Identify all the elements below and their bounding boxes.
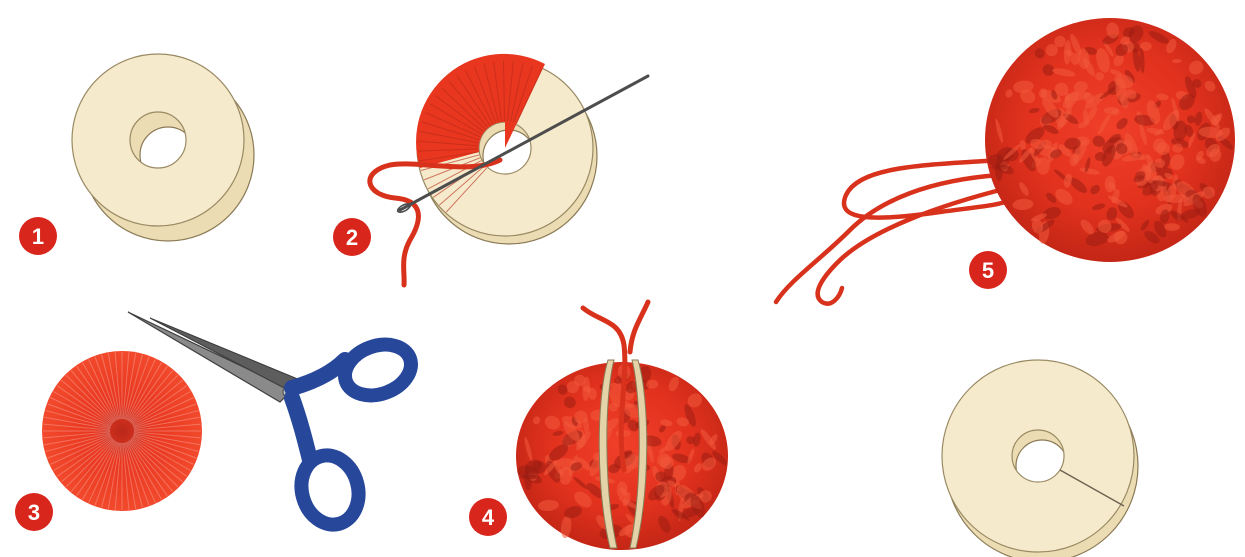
step-5-badge: 5 [969, 251, 1007, 289]
cardboard-ring-icon [72, 54, 254, 241]
step-5-number: 5 [982, 258, 994, 283]
step-2-wrapping-yarn: 2 [333, 54, 648, 285]
pompom-icon [985, 18, 1235, 262]
step-3-number: 3 [28, 500, 40, 525]
step-1-cardboard-rings: 1 [19, 54, 254, 255]
step-4-tying: 4 [469, 302, 729, 550]
step-1-number: 1 [32, 224, 44, 249]
step-1-badge: 1 [19, 217, 57, 255]
step-5-finished-pompom: 5 [776, 18, 1235, 304]
step-4-badge: 4 [469, 498, 507, 536]
step-4-number: 4 [482, 505, 495, 530]
cardboard-ring-icon [942, 360, 1138, 557]
step-3-cutting: 3 [15, 312, 418, 531]
step-2-badge: 2 [333, 218, 371, 256]
step-2-number: 2 [346, 225, 358, 250]
slit-cardboard-ring [942, 360, 1138, 557]
step-3-badge: 3 [15, 493, 53, 531]
